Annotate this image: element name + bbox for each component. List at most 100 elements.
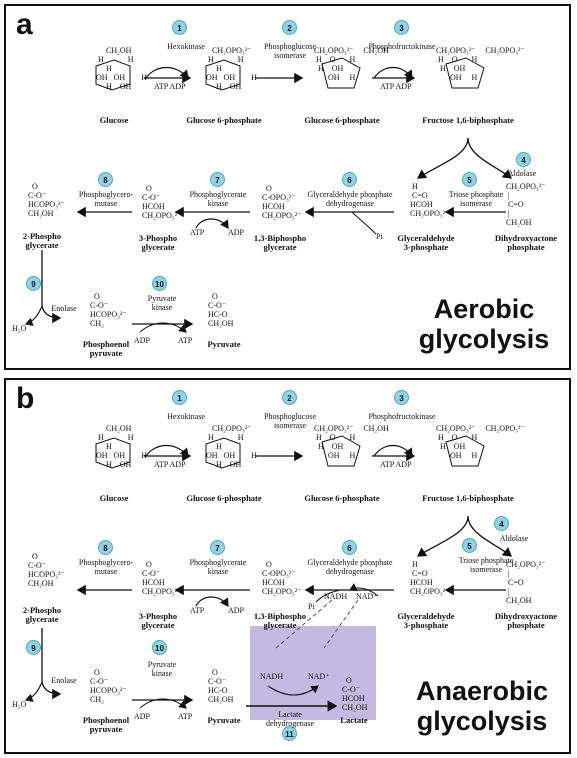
f6p-ring xyxy=(321,57,361,89)
label-pep-1: Phosphoenol xyxy=(82,715,130,725)
cofactor-nad-ldh: NAD⁺ xyxy=(308,672,330,681)
label-pg3-2: glycerate xyxy=(141,242,175,252)
step-2-badge: 2 xyxy=(282,20,297,35)
title-line-2: glycolysis xyxy=(418,324,550,354)
enzyme-tpi-2: isomerase xyxy=(460,199,492,208)
panel-title: Anaerobic glycolysis xyxy=(396,676,568,736)
step-4-badge: 4 xyxy=(516,152,531,167)
glucose-ring xyxy=(95,437,131,469)
enzyme-pgi-1: Phosphoglucose xyxy=(264,412,316,421)
label-pep-2: pyruvate xyxy=(89,724,123,734)
enzyme-pgi-2: isomerase xyxy=(274,421,306,430)
cofactor-adp-10: ADP xyxy=(134,336,151,345)
enzyme-pk-1: Pyruvate xyxy=(147,294,177,303)
label-pep-2: pyruvate xyxy=(89,348,123,358)
cofactor-atp-7: ATP xyxy=(190,606,205,615)
label-lactate: Lactate xyxy=(340,715,368,725)
f6p-structure: CH₂OPO₃²⁻ CH₂OH H O H H OH OH H xyxy=(314,46,389,82)
pyruvate-structure: O C-O⁻ HC-O CH₂OH xyxy=(208,668,234,704)
pg2-structure: O C-O⁻ HCOPO₃²⁻ CH₂OH xyxy=(28,552,65,588)
label-pyruvate: Pyruvate xyxy=(207,715,241,725)
label-gap-1: Glyceraldehyde xyxy=(397,611,455,621)
label-bpg-1: 1,3-Biphospho xyxy=(253,233,307,243)
enzyme-pgm-2: mutase xyxy=(94,567,118,576)
label-pep-1: Phosphoenol xyxy=(82,339,130,349)
step-1-badge: 1 xyxy=(172,20,187,35)
step-5-badge: 5 xyxy=(462,172,477,187)
label-pg3-2: glycerate xyxy=(141,620,175,630)
dhap-structure: CH₂OPO₃²⁻ | C=O | CH₂OH xyxy=(506,560,546,605)
pep-structure: O C-O⁻ HCOPO₃²⁻ CH₂ xyxy=(90,292,127,328)
panel-aerobic: a xyxy=(4,4,571,370)
label-pyruvate: Pyruvate xyxy=(207,339,241,349)
lactate-highlight-box xyxy=(250,626,376,720)
enzyme-pgk-1: Phosphoglycerate xyxy=(189,190,247,199)
cofactor-pi: Pi xyxy=(308,602,315,611)
f16bp-structure: CH₂OPO₃²⁻ CH₂OPO₃²⁻ H O H H OH OH H xyxy=(436,424,525,460)
pyruvate-structure: O C-O⁻ HC-O CH₂OH xyxy=(208,292,234,328)
enzyme-pgk-1: Phosphoglycerate xyxy=(189,558,247,567)
pathway-arrows-a xyxy=(24,57,513,333)
glucose-ring xyxy=(95,59,131,91)
label-pg2-1: 2-Phospho xyxy=(22,605,62,615)
enzyme-pk-1: Pyruvate xyxy=(147,660,177,669)
enzyme-pgk-2: kinase xyxy=(207,199,229,208)
pg3-structure: O C-O⁻ HCOH CH₂OPO₃²⁻ xyxy=(142,184,182,220)
enzyme-pfk: Phosphofructokinase xyxy=(368,412,436,421)
enzyme-g3pdh-1: Glyceraldehyde phosphate xyxy=(307,558,393,567)
pep-structure: O C-O⁻ HCOPO₃²⁻ CH₂ xyxy=(90,668,127,704)
label-pg2-2: glycerate xyxy=(25,240,59,250)
label-glucose: Glucose xyxy=(99,493,129,503)
step-3-badge: 3 xyxy=(394,20,409,35)
step-10-badge: 10 xyxy=(152,276,167,291)
cofactor-nad: NAD⁺ xyxy=(356,592,378,601)
label-dhap-1: Dihydroxyactone xyxy=(494,611,558,621)
enzyme-g3pdh-2: dehydrogenase xyxy=(326,567,374,576)
label-dhap-1: Dihydroxyactone xyxy=(494,233,558,243)
cofactor-adp-7: ADP xyxy=(228,228,245,237)
step-1-badge: 1 xyxy=(172,390,187,405)
f16bp-ring xyxy=(445,435,485,467)
label-pg2-1: 2-Phospho xyxy=(22,231,62,241)
label-glucose: Glucose xyxy=(99,115,129,125)
enzyme-pgk-2: kinase xyxy=(207,567,229,576)
enzyme-pgm-2: mutase xyxy=(94,199,118,208)
enzyme-g3pdh-1: Glyceraldehyde phosphate xyxy=(307,190,393,199)
step-6-badge: 6 xyxy=(342,540,357,555)
gap-structure: H C=O HCOH CH₂OPO₃²⁻ xyxy=(410,182,450,218)
step-8-badge: 8 xyxy=(98,172,113,187)
enzyme-pgm-1: Phosphoglycero- xyxy=(78,190,134,199)
enzyme-hexokinase: Hexokinase xyxy=(167,42,205,51)
label-g6p: Glucose 6-phosphate xyxy=(186,115,262,125)
enzyme-tpi-1: Triose phosphate xyxy=(458,556,514,565)
title-line-1: Anaerobic xyxy=(415,676,549,706)
enzyme-hexokinase: Hexokinase xyxy=(167,412,205,421)
label-gap-1: Glyceraldehyde xyxy=(397,233,455,243)
enzyme-tpi-2: isomerase xyxy=(470,565,502,574)
step-7-badge: 7 xyxy=(210,540,225,555)
cofactor-adp-7: ADP xyxy=(228,606,245,615)
cofactor-atp-adp-1: ATP ADP xyxy=(154,82,186,91)
f6p-ring xyxy=(321,435,361,467)
step-4-badge: 4 xyxy=(494,516,509,531)
enzyme-ldh-1: Lactate xyxy=(278,710,302,719)
step-2-badge: 2 xyxy=(282,390,297,405)
enzyme-aldolase: Aldolase xyxy=(507,169,537,178)
lactate-structure: O C-O⁻ HCOH CH₂OH xyxy=(342,676,368,712)
cofactor-atp-adp-3: ATP ADP xyxy=(380,460,412,469)
cofactor-atp-7: ATP xyxy=(190,228,205,237)
enzyme-g3pdh-2: dehydrogenase xyxy=(326,199,374,208)
panel-anaerobic: b xyxy=(4,378,571,754)
enzyme-aldolase: Aldolase xyxy=(499,534,529,543)
step-6-badge: 6 xyxy=(342,172,357,187)
panel-letter: b xyxy=(16,382,35,415)
label-f6p: Glucose 6-phosphate xyxy=(304,493,380,503)
label-g6p: Glucose 6-phosphate xyxy=(186,493,262,503)
enzyme-ldh-2: dehydrogenase xyxy=(266,719,314,728)
enzyme-pgi-2: isomerase xyxy=(274,51,306,60)
g6p-structure: CH₂OPO₃²⁻ H H H OH OH H H OH xyxy=(206,46,257,91)
dhap-structure: CH₂OPO₃²⁻ | C=O | CH₂OH xyxy=(506,182,546,227)
cofactor-pi: Pi xyxy=(376,232,383,241)
cofactor-atp-adp-3: ATP ADP xyxy=(380,82,412,91)
bpg-structure: O C-OPO₃²⁻ HCOH CH₂OPO₃²⁻ xyxy=(262,560,302,596)
